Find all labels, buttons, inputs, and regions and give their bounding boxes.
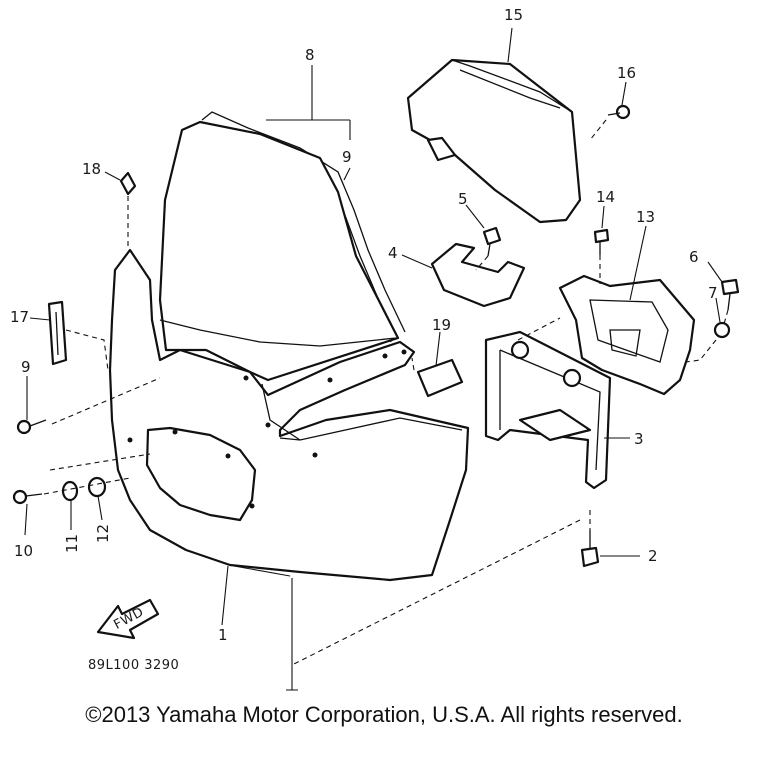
callout-15: 15 bbox=[504, 6, 523, 24]
part-1-main-fairing bbox=[108, 248, 470, 582]
part-15-cowling-cover bbox=[406, 58, 582, 224]
callout-9-top: 9 bbox=[342, 148, 352, 166]
fwd-arrow-icon: FWD bbox=[96, 598, 160, 640]
part-16-screw bbox=[607, 104, 631, 120]
parts-diagram: FWD 15 16 8 9 18 5 14 13 4 6 7 17 19 9 3… bbox=[10, 6, 740, 691]
callout-5: 5 bbox=[458, 190, 468, 208]
part-3-stay bbox=[484, 330, 612, 490]
part-18-emblem bbox=[119, 171, 137, 196]
copyright-notice: ©2013 Yamaha Motor Corporation, U.S.A. A… bbox=[85, 702, 683, 727]
part-11-collar bbox=[61, 480, 79, 502]
diagram-code: 89L100 3290 bbox=[88, 658, 179, 673]
callout-13: 13 bbox=[636, 208, 655, 226]
callout-6: 6 bbox=[689, 248, 699, 266]
part-10-bolt bbox=[12, 489, 43, 505]
part-12-grommet bbox=[87, 476, 107, 498]
callout-8: 8 bbox=[305, 46, 315, 64]
part-9-bolt bbox=[16, 419, 47, 435]
part-17-strip bbox=[47, 300, 68, 366]
part-4-bracket bbox=[430, 242, 526, 308]
callout-1: 1 bbox=[218, 626, 228, 644]
assembly-lines bbox=[43, 119, 729, 666]
part-19-label bbox=[416, 358, 464, 398]
part-13-bracket bbox=[558, 274, 696, 396]
callout-12: 12 bbox=[94, 524, 112, 543]
callout-7: 7 bbox=[708, 284, 718, 302]
callout-14: 14 bbox=[596, 188, 615, 206]
callout-19: 19 bbox=[432, 316, 451, 334]
callout-18: 18 bbox=[82, 160, 101, 178]
part-14-bolt bbox=[593, 228, 610, 255]
callout-labels: 15 16 8 9 18 5 14 13 4 6 7 17 19 9 3 2 1… bbox=[10, 6, 718, 673]
part-6-bolt bbox=[720, 278, 740, 311]
callout-2: 2 bbox=[648, 547, 658, 565]
part-2-bolt bbox=[580, 530, 600, 568]
callout-9-left: 9 bbox=[21, 358, 31, 376]
leader-lines bbox=[24, 27, 723, 691]
callout-11: 11 bbox=[63, 534, 81, 553]
part-windshield bbox=[158, 120, 400, 382]
part-5-bolt bbox=[482, 226, 502, 257]
callout-16: 16 bbox=[617, 64, 636, 82]
part-7-nut bbox=[713, 321, 731, 339]
callout-3: 3 bbox=[634, 430, 644, 448]
callout-10: 10 bbox=[14, 542, 33, 560]
callout-4: 4 bbox=[388, 244, 398, 262]
callout-17: 17 bbox=[10, 308, 29, 326]
